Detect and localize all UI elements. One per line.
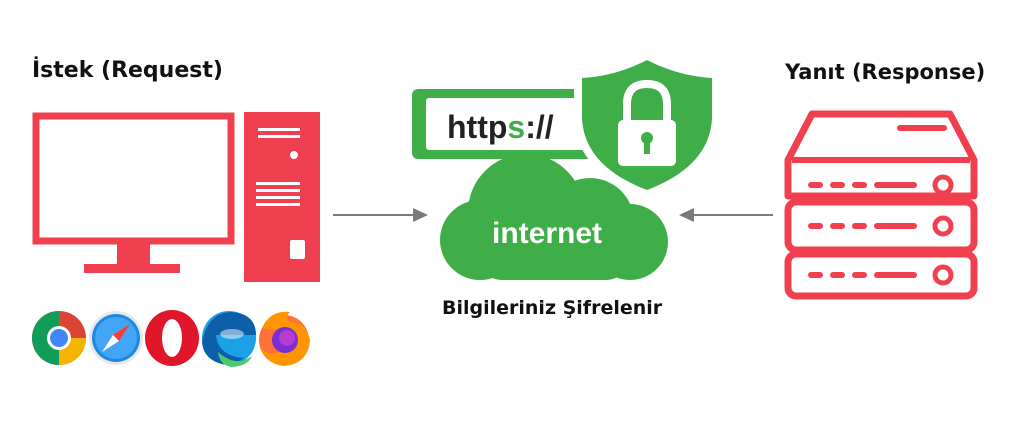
url-slashes: :// — [525, 109, 554, 145]
cloud-label: internet — [492, 217, 602, 250]
request-label: İstek (Request) — [32, 58, 223, 83]
encryption-caption: Bilgileriniz Şifrelenir — [442, 297, 663, 319]
https-address-bar: https:// — [412, 89, 608, 159]
server-unit-bottom — [784, 250, 978, 300]
computer-icon — [32, 112, 320, 282]
server-icon — [784, 110, 978, 300]
browser-icons — [31, 310, 310, 367]
padlock-icon — [618, 79, 676, 166]
server-unit-top — [784, 110, 978, 200]
opera-icon — [145, 310, 199, 366]
chrome-icon — [31, 311, 86, 366]
firefox-icon — [259, 311, 310, 366]
shield-icon — [574, 52, 720, 198]
pc-tower-icon — [244, 112, 320, 282]
response-label: Yanıt (Response) — [785, 60, 986, 84]
url-http: http — [447, 109, 507, 145]
edge-icon — [202, 311, 256, 367]
monitor-icon — [32, 112, 235, 273]
arrow-right — [333, 208, 428, 222]
safari-icon — [89, 311, 143, 365]
url-s: s — [507, 109, 525, 145]
arrow-left — [679, 208, 773, 222]
svg-text:https://: https:// — [447, 109, 554, 145]
server-unit-middle — [784, 198, 978, 254]
internet-cloud: internet — [440, 154, 668, 280]
